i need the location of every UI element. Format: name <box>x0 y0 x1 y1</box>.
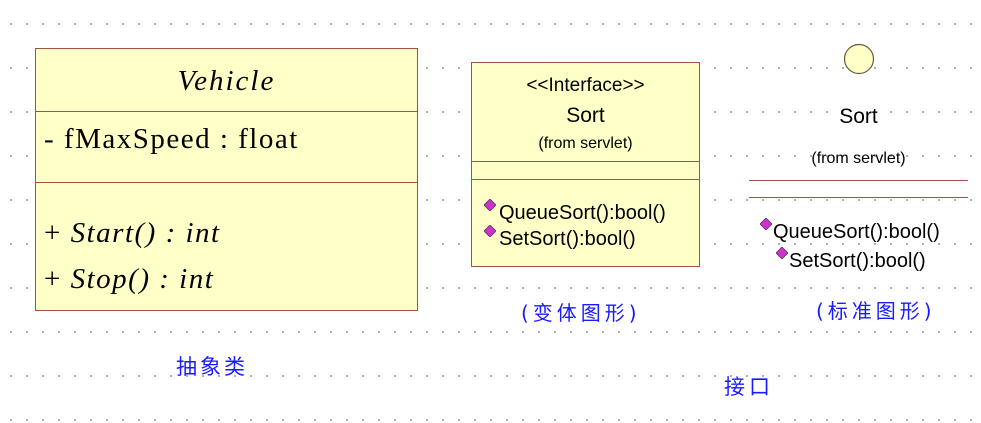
visibility-marker: + <box>44 263 71 295</box>
class-name: Vehicle <box>177 65 276 97</box>
class-operation: + Stop() : int <box>44 263 214 296</box>
interface-operation: QueueSort():bool() <box>760 218 940 244</box>
class-operation: + Start() : int <box>44 217 221 250</box>
interface-operation: SetSort():bool() <box>484 225 636 251</box>
abstract-class-caption: 抽象类 <box>176 355 248 379</box>
interface-lollipop-icon[interactable] <box>843 43 875 75</box>
operation-icon <box>484 225 496 237</box>
operation-icon <box>776 247 788 259</box>
divider <box>472 161 699 162</box>
standard-notation-caption: (标准图形) <box>816 299 936 323</box>
operation-icon <box>760 218 772 230</box>
stereotype-label: <<Interface>> <box>526 75 645 96</box>
package-label: (from servlet) <box>538 135 633 152</box>
divider <box>749 197 968 198</box>
interface-operation: SetSort():bool() <box>776 247 926 273</box>
package-label: (from servlet) <box>811 150 906 167</box>
operation-icon <box>484 199 496 211</box>
visibility-marker: + <box>44 217 71 249</box>
interface-name: Sort <box>566 104 605 127</box>
variant-notation-caption: (变体图形) <box>521 301 641 325</box>
operation-signature: Stop() : int <box>70 263 215 295</box>
divider <box>36 182 417 183</box>
operation-signature: Start() : int <box>70 217 221 249</box>
divider <box>472 179 699 180</box>
vehicle-class-box[interactable]: Vehicle - fMaxSpeed : float + Start() : … <box>35 48 418 311</box>
divider <box>36 111 417 112</box>
interface-name: Sort <box>839 105 878 128</box>
class-attribute: - fMaxSpeed : float <box>44 123 299 155</box>
interface-variant-box[interactable]: <<Interface>> Sort (from servlet) QueueS… <box>471 62 700 267</box>
divider <box>749 180 968 181</box>
interface-caption: 接口 <box>724 375 774 399</box>
interface-operation: QueueSort():bool() <box>484 199 666 225</box>
